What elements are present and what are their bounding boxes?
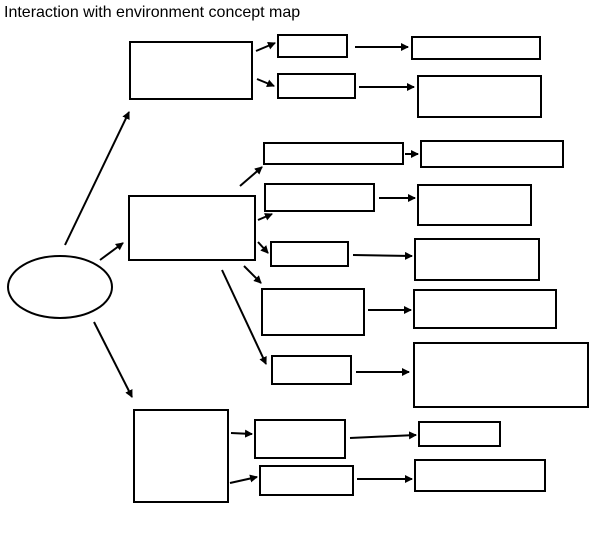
subconcept-box-middle-3[interactable] <box>270 241 349 267</box>
arrow-middle-to-sub-3 <box>257 241 269 254</box>
subconcept-box-middle-2[interactable] <box>264 183 375 212</box>
arrow-bottom-to-sub-1 <box>230 429 253 438</box>
page-title: Interaction with environment concept map <box>4 4 301 21</box>
arrow-middle-sub-3-to-detail <box>352 251 413 260</box>
main-concept-boxes <box>128 41 256 503</box>
arrow-center-to-middle <box>99 242 124 261</box>
detail-box-bottom-2[interactable] <box>414 459 546 492</box>
arrow-middle-to-sub-5 <box>221 269 267 365</box>
detail-box-middle-4[interactable] <box>413 289 557 329</box>
arrow-middle-to-sub-1 <box>239 166 263 187</box>
concept-box-middle[interactable] <box>128 195 256 261</box>
arrow-bottom-sub-1-to-detail <box>349 431 417 440</box>
arrow-top-to-sub-2 <box>256 78 275 88</box>
detail-box-middle-2[interactable] <box>417 184 532 226</box>
arrow-middle-to-sub-2 <box>257 213 273 221</box>
central-concept-oval[interactable] <box>7 255 113 319</box>
arrow-middle-to-sub-4 <box>243 265 262 284</box>
detail-box-middle-5[interactable] <box>413 342 589 408</box>
subconcept-box-middle-4[interactable] <box>261 288 365 336</box>
concept-box-bottom[interactable] <box>133 409 229 503</box>
subconcept-box-bottom-2[interactable] <box>259 465 354 496</box>
concept-box-top[interactable] <box>129 41 253 100</box>
subconcept-box-middle-1[interactable] <box>263 142 404 165</box>
arrow-center-to-bottom <box>93 321 133 398</box>
detail-box-top-1[interactable] <box>411 36 541 60</box>
subconcept-box-top-1[interactable] <box>277 34 348 58</box>
detail-box-top-2[interactable] <box>417 75 542 118</box>
subconcept-boxes <box>254 34 404 496</box>
arrow-top-to-sub-1 <box>255 42 276 52</box>
detail-box-bottom-1[interactable] <box>418 421 501 447</box>
subconcept-box-bottom-1[interactable] <box>254 419 346 459</box>
detail-boxes <box>411 36 589 492</box>
arrow-bottom-to-sub-2 <box>229 474 258 484</box>
detail-box-middle-3[interactable] <box>414 238 540 281</box>
subconcept-box-middle-5[interactable] <box>271 355 352 385</box>
subconcept-box-top-2[interactable] <box>277 73 356 99</box>
central-concept-group <box>7 255 113 319</box>
detail-box-middle-1[interactable] <box>420 140 564 168</box>
arrow-center-to-top <box>64 111 130 246</box>
connector-arrows <box>64 42 419 484</box>
